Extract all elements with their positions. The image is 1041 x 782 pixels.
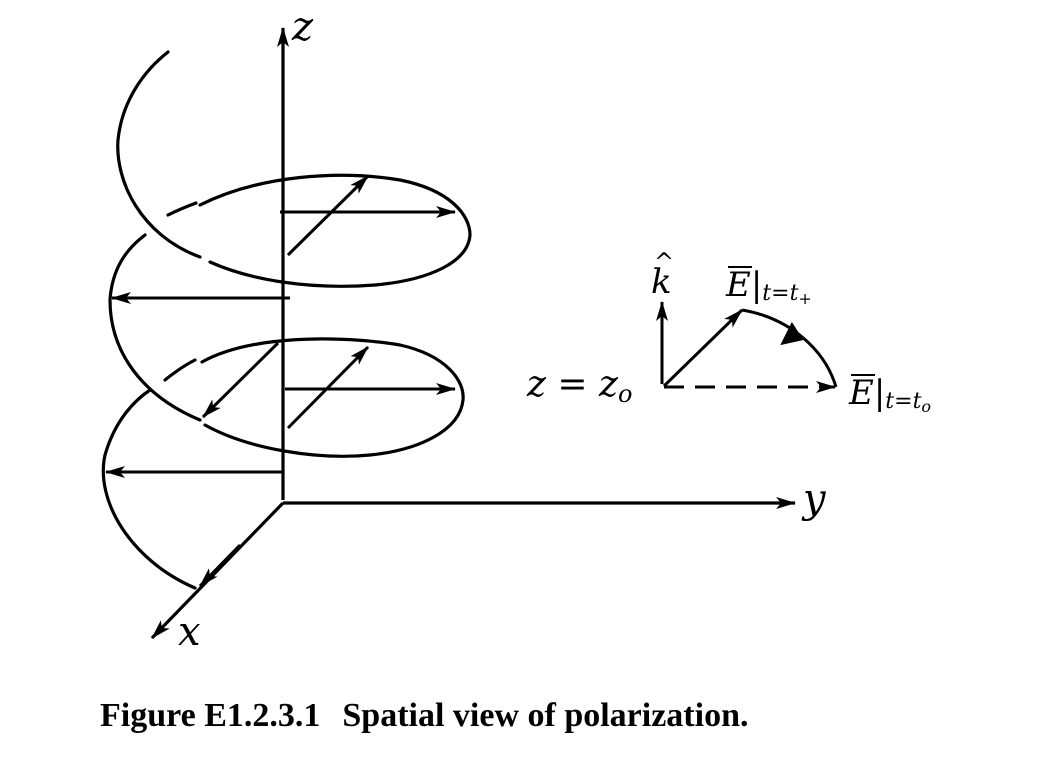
helix-upper-front-back xyxy=(166,201,198,217)
helix-lower-front xyxy=(200,337,465,458)
e-plus-label: E|t=t+ xyxy=(725,265,812,308)
vector-mid-x xyxy=(201,341,280,419)
rotation-arrowhead xyxy=(780,321,804,346)
x-axis-label: x xyxy=(178,609,201,655)
helix-spiral xyxy=(101,50,472,590)
k-hat-mark: ^ xyxy=(654,248,674,276)
field-vectors xyxy=(105,174,456,588)
inset-vectors xyxy=(656,301,838,393)
svg-text:E|t=to: E|t=to xyxy=(848,373,931,416)
y-axis-label: y xyxy=(801,476,827,522)
k-hat-label: k xyxy=(651,262,672,302)
e-o-label: E|t=to xyxy=(848,373,931,416)
x-axis xyxy=(150,501,285,640)
axes xyxy=(150,27,796,640)
vector-top-diag xyxy=(286,174,370,257)
vector-low-diag xyxy=(286,345,370,430)
helix-upper-front xyxy=(198,173,472,288)
plane-label: z = zo xyxy=(526,364,632,408)
caption-text: Spatial view of polarization. xyxy=(342,697,749,734)
figure-caption: Figure E1.2.3.1 Spatial view of polarizat… xyxy=(100,697,1000,735)
rotation-arc xyxy=(741,308,838,388)
helix-lower-front-back xyxy=(163,358,197,382)
e-plus-vector xyxy=(662,308,744,388)
z-axis-label: z xyxy=(291,4,314,50)
helix-middle-back xyxy=(108,233,202,422)
caption-number: Figure E1.2.3.1 xyxy=(100,697,321,734)
vector-bottom-x xyxy=(198,543,242,588)
svg-text:E|t=t+: E|t=t+ xyxy=(725,265,812,308)
helix-lower-back xyxy=(101,388,197,590)
helix-top-back xyxy=(116,50,202,259)
